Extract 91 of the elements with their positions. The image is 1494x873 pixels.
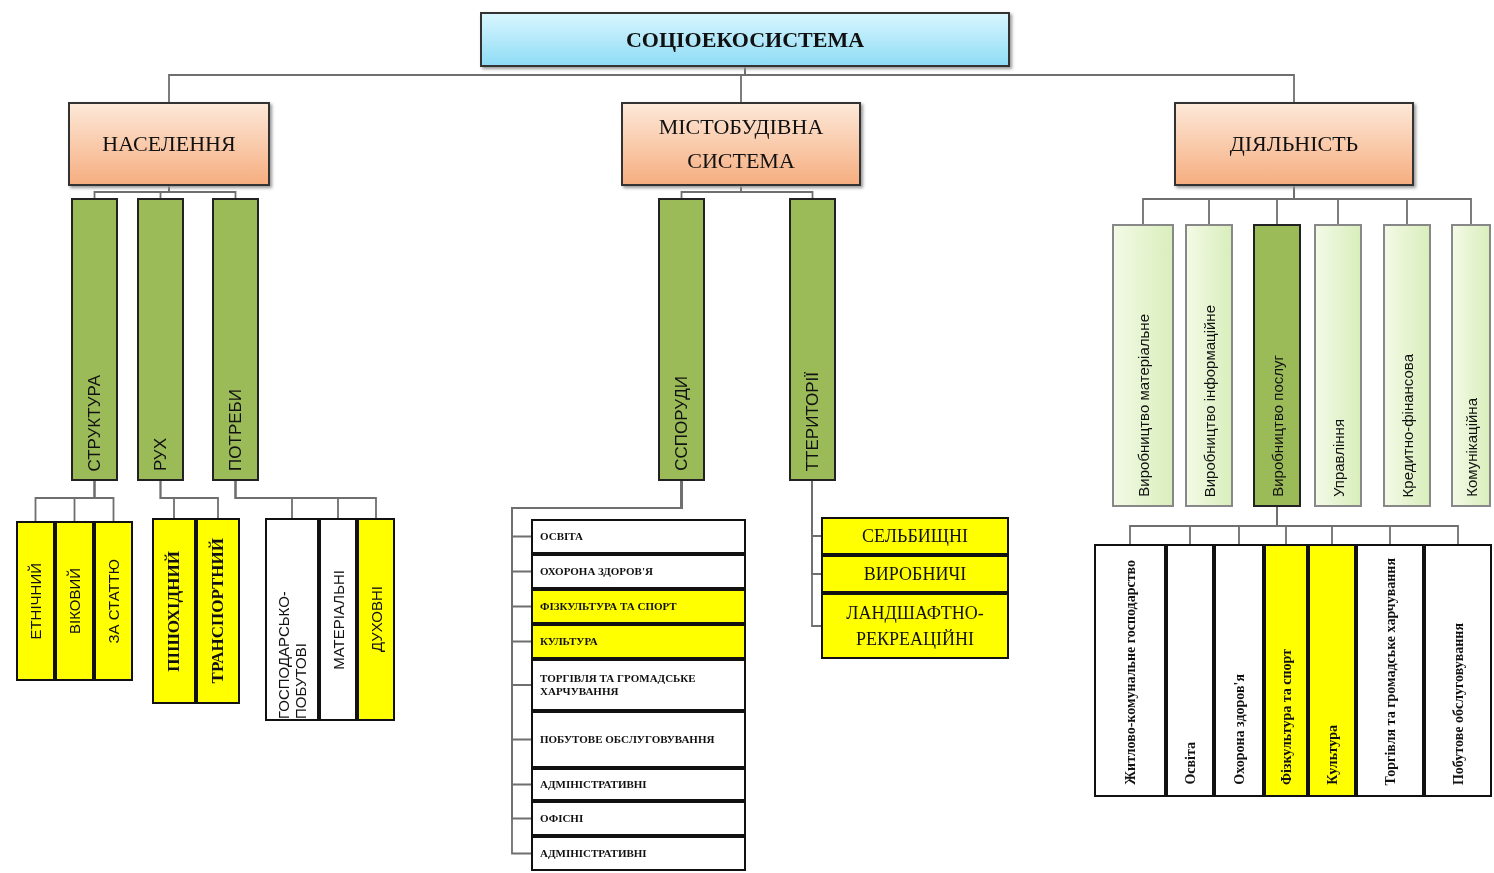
box-label: Кредитно-фінансова: [1398, 353, 1416, 497]
connector-line: [1276, 506, 1459, 545]
box-label: СТРУКТУРА: [84, 374, 105, 471]
box-label: МАТЕРІАЛЬНІ: [329, 569, 347, 670]
connector-line: [811, 480, 822, 627]
category-bar: [1185, 224, 1233, 507]
connector-line: [234, 480, 377, 519]
connector-line: [93, 480, 115, 522]
category-box: [531, 768, 746, 801]
category-box: [531, 801, 746, 836]
category-box: [531, 554, 746, 589]
box-label: ПОТРЕБИ: [225, 389, 246, 471]
category-bar: [196, 518, 240, 704]
box-label: ДУХОВНІ: [367, 586, 385, 653]
box-label: АДМІНІСТРАТИВНІ: [540, 778, 647, 791]
category-bar: [1253, 224, 1301, 507]
box-label: ГОСПОДАРСЬКО-ПОБУТОВІ: [275, 590, 309, 719]
category-bar: [1166, 544, 1214, 797]
box-label: ВИРОБНИЧІ: [863, 563, 967, 586]
box-label: РУХ: [150, 437, 171, 471]
box-label: СЕЛЬБИЩНІ: [862, 525, 968, 548]
box-label: Торгівля та громадське харчування: [1381, 557, 1399, 785]
category-bar: [1383, 224, 1431, 507]
category-box: [821, 517, 1009, 555]
box-label: ОСВІТА: [540, 530, 583, 543]
box-label: АДМІНІСТРАТИВНІ: [540, 847, 647, 860]
box-label: ПОБУТОВЕ ОБСЛУГОВУВАННЯ: [540, 733, 715, 746]
category-box: [531, 836, 746, 871]
box-label: ЛАНДШАФТНО-РЕКРЕАЦІЙНІ: [845, 602, 985, 651]
category-bar: [1112, 224, 1174, 507]
box-label: Виробництво інформаційне: [1200, 304, 1218, 497]
category-box: [821, 593, 1009, 659]
category-box: [621, 102, 861, 186]
box-label: Комунікаційна: [1462, 398, 1480, 497]
box-label: Виробництво послуг: [1268, 355, 1286, 497]
box-label: ЗА СТАТТЮ: [105, 558, 122, 644]
box-label: Виробництво матеріальне: [1134, 314, 1152, 497]
box-label: ДІЯЛЬНІСТЬ: [1229, 130, 1359, 158]
box-label: ПІШОХІДНИЙ: [164, 550, 184, 672]
box-label: МІСТОБУДІВНА СИСТЕМА: [657, 113, 825, 175]
category-bar: [212, 198, 259, 481]
box-label: ФІЗКУЛЬТУРА ТА СПОРТ: [540, 600, 677, 613]
box-label: СОЦІОЕКОСИСТЕМА: [625, 26, 865, 53]
box-label: ТРАНСПОРТНИЙ: [208, 538, 228, 684]
box-label: Побутове обслуговування: [1449, 622, 1467, 785]
box-label: Фізкультура та спорт: [1277, 648, 1295, 785]
category-box: [531, 589, 746, 624]
category-bar: [319, 518, 357, 721]
box-label: Житлово-комунальне господарство: [1121, 560, 1139, 785]
category-bar: [1264, 544, 1308, 797]
category-bar: [1308, 544, 1356, 797]
category-box: [1174, 102, 1414, 186]
category-bar: [658, 198, 705, 481]
box-label: ОХОРОНА ЗДОРОВ'Я: [540, 565, 653, 578]
box-label: ВІКОВИЙ: [66, 568, 83, 634]
category-bar: [1451, 224, 1491, 507]
category-bar: [94, 521, 133, 681]
category-bar: [55, 521, 94, 681]
category-bar: [1314, 224, 1362, 507]
category-box: [531, 711, 746, 768]
category-bar: [265, 518, 319, 721]
category-box: [68, 102, 270, 186]
box-label: КУЛЬТУРА: [540, 635, 598, 648]
category-bar: [152, 518, 196, 704]
box-label: ТОРГІВЛЯ ТА ГРОМАДСЬКЕ ХАРЧУВАННЯ: [540, 672, 697, 698]
category-bar: [357, 518, 395, 721]
category-bar: [137, 198, 184, 481]
category-box: [531, 659, 746, 711]
category-bar: [1424, 544, 1492, 797]
box-label: ССПОРУДИ: [671, 376, 692, 471]
category-bar: [1214, 544, 1264, 797]
category-bar: [1094, 544, 1166, 797]
category-box: [480, 12, 1010, 67]
box-label: НАСЕЛЕННЯ: [102, 130, 236, 158]
category-bar: [1356, 544, 1424, 797]
box-label: ЕТНІЧНИЙ: [27, 562, 44, 640]
category-box: [531, 624, 746, 659]
category-bar: [789, 198, 836, 481]
connector-line: [159, 480, 219, 519]
box-label: Управління: [1329, 418, 1347, 497]
box-label: ОФІСНІ: [540, 812, 584, 825]
category-bar: [16, 521, 55, 681]
category-bar: [71, 198, 118, 481]
box-label: Культура: [1323, 725, 1341, 785]
box-label: Охорона здоров'я: [1230, 674, 1248, 785]
category-box: [821, 555, 1009, 593]
category-box: [531, 519, 746, 554]
box-label: ТТЕРИТОРІЇ: [802, 371, 823, 471]
connector-line: [1293, 185, 1472, 225]
connector-line: [740, 185, 814, 199]
box-label: Освіта: [1181, 742, 1199, 785]
